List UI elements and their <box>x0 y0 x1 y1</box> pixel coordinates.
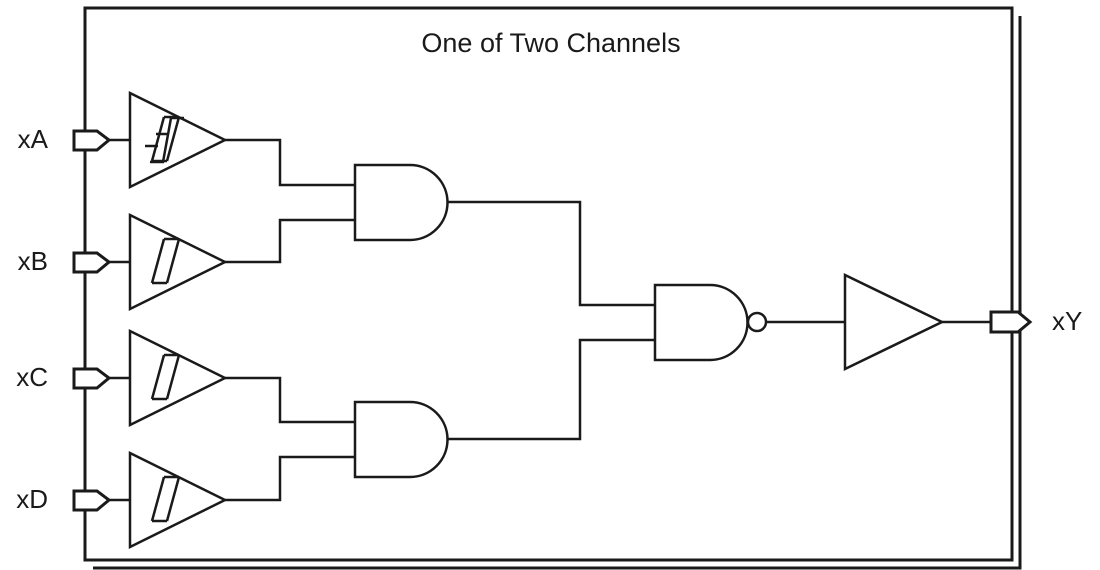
hysteresis-icon-d-caps <box>152 475 179 523</box>
input-port-xd[interactable]: xD <box>16 484 112 514</box>
page-title: One of Two Channels <box>421 28 680 58</box>
gate-and-ab[interactable] <box>353 163 449 242</box>
hysteresis-icon-b-slants <box>150 238 181 284</box>
wire-bufd-to-andcd <box>225 455 355 502</box>
input-port-xc[interactable]: xC <box>16 362 112 392</box>
wire-andcd-to-nand <box>447 338 655 441</box>
input-pin-xd-icon <box>72 489 112 512</box>
input-pin-xa-icon <box>72 129 112 152</box>
inversion-bubble-icon <box>746 311 768 333</box>
gate-schmitt-buffer-d[interactable] <box>128 450 228 550</box>
and-ab-body <box>353 163 449 242</box>
gate-schmitt-buffer-a[interactable] <box>128 90 228 190</box>
gate-schmitt-buffer-b[interactable] <box>128 212 228 312</box>
hysteresis-icon-a-slants <box>150 116 181 162</box>
output-port-xy[interactable]: xY <box>989 306 1082 336</box>
output-buffer-triangle <box>843 273 945 371</box>
input-label-xb: xB <box>18 246 48 276</box>
hysteresis-icon-b-caps <box>152 237 179 285</box>
input-label-xa: xA <box>18 124 49 154</box>
wire-andab-to-nand <box>447 200 655 307</box>
wire-bufb-to-andab <box>225 218 355 264</box>
nand-1-body <box>653 283 749 362</box>
input-pin-xb-icon <box>72 251 112 274</box>
hysteresis-icon-d-slants <box>150 476 181 522</box>
device-outline <box>83 6 1014 562</box>
input-port-xa[interactable]: xA <box>18 124 112 154</box>
gate-schmitt-buffer-c[interactable] <box>128 328 228 428</box>
hysteresis-icon-c-slants <box>150 354 181 400</box>
second-channel-outline <box>93 16 1022 570</box>
wire-bufa-to-andab <box>225 138 355 187</box>
input-label-xc: xC <box>16 362 48 392</box>
and-to-nand-wires-group <box>447 200 655 441</box>
gate-and-cd[interactable] <box>353 400 449 479</box>
input-pin-xc-icon <box>72 367 112 390</box>
output-pin-xy-icon <box>989 310 1033 334</box>
gate-output-buffer[interactable] <box>843 273 945 371</box>
and-cd-body <box>353 400 449 479</box>
input-port-xb[interactable]: xB <box>18 246 112 276</box>
buffer-to-and-wires-group <box>225 138 355 502</box>
package-outline-group <box>83 6 1022 570</box>
output-label-xy: xY <box>1052 306 1082 336</box>
hysteresis-icon-a-caps <box>152 115 179 163</box>
input-label-xd: xD <box>16 484 48 514</box>
hysteresis-icon-c-caps <box>152 353 179 401</box>
gate-nand-1[interactable] <box>653 283 768 362</box>
wire-bufc-to-andcd <box>225 376 355 424</box>
input-wires-group <box>109 138 130 502</box>
